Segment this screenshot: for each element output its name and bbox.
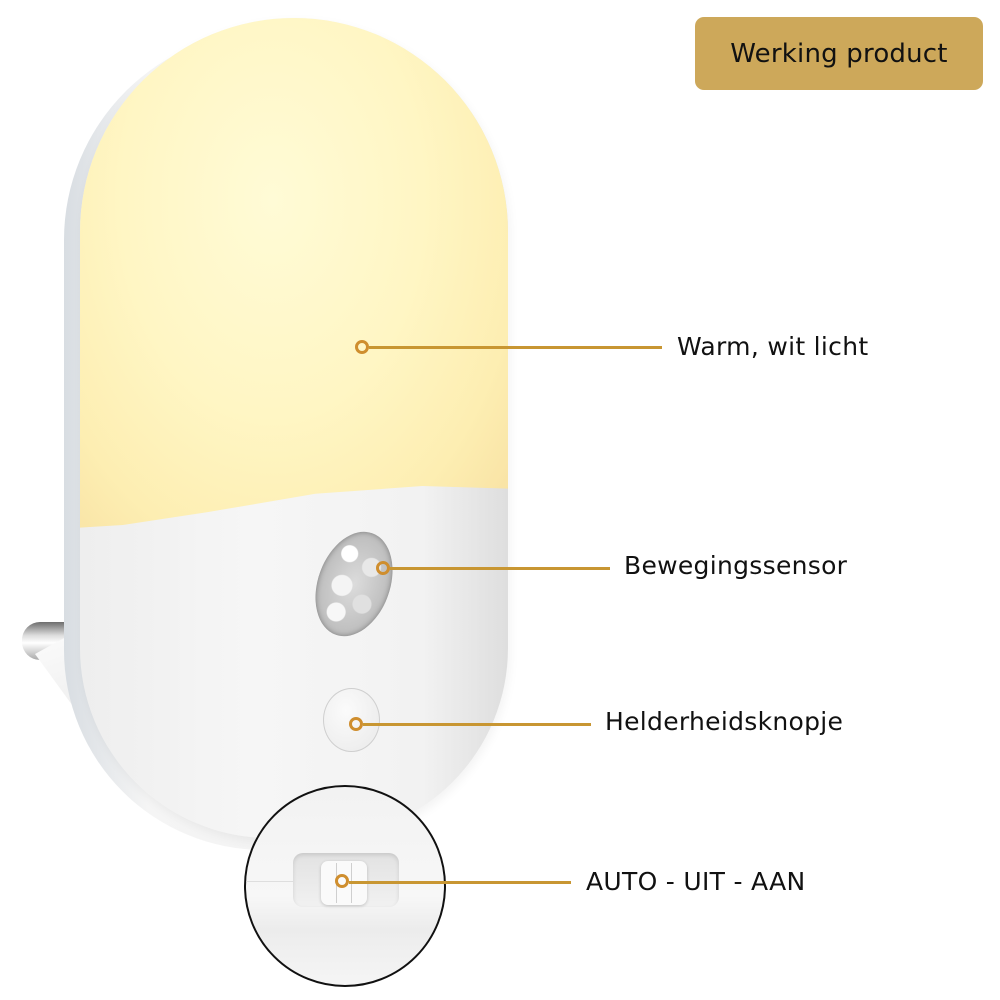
callout-line-mode <box>349 881 571 884</box>
housing-seam <box>246 881 294 882</box>
callout-line-brightness <box>363 723 591 726</box>
callout-marker-light <box>355 340 369 354</box>
callout-label-light: Warm, wit licht <box>677 332 869 361</box>
callout-label-mode: AUTO - UIT - AAN <box>586 867 806 896</box>
light-diffuser <box>80 18 508 528</box>
switch-zoom-inset <box>244 785 446 987</box>
callout-label-sensor: Bewegingssensor <box>624 551 848 580</box>
callout-line-light <box>369 346 662 349</box>
title-badge: Werking product <box>695 17 983 90</box>
callout-marker-mode <box>335 874 349 888</box>
callout-marker-sensor <box>376 561 390 575</box>
callout-marker-brightness <box>349 717 363 731</box>
title-badge-label: Werking product <box>730 38 948 69</box>
callout-line-sensor <box>390 567 610 570</box>
callout-label-brightness: Helderheidsknopje <box>605 707 844 736</box>
product-body <box>80 18 508 838</box>
